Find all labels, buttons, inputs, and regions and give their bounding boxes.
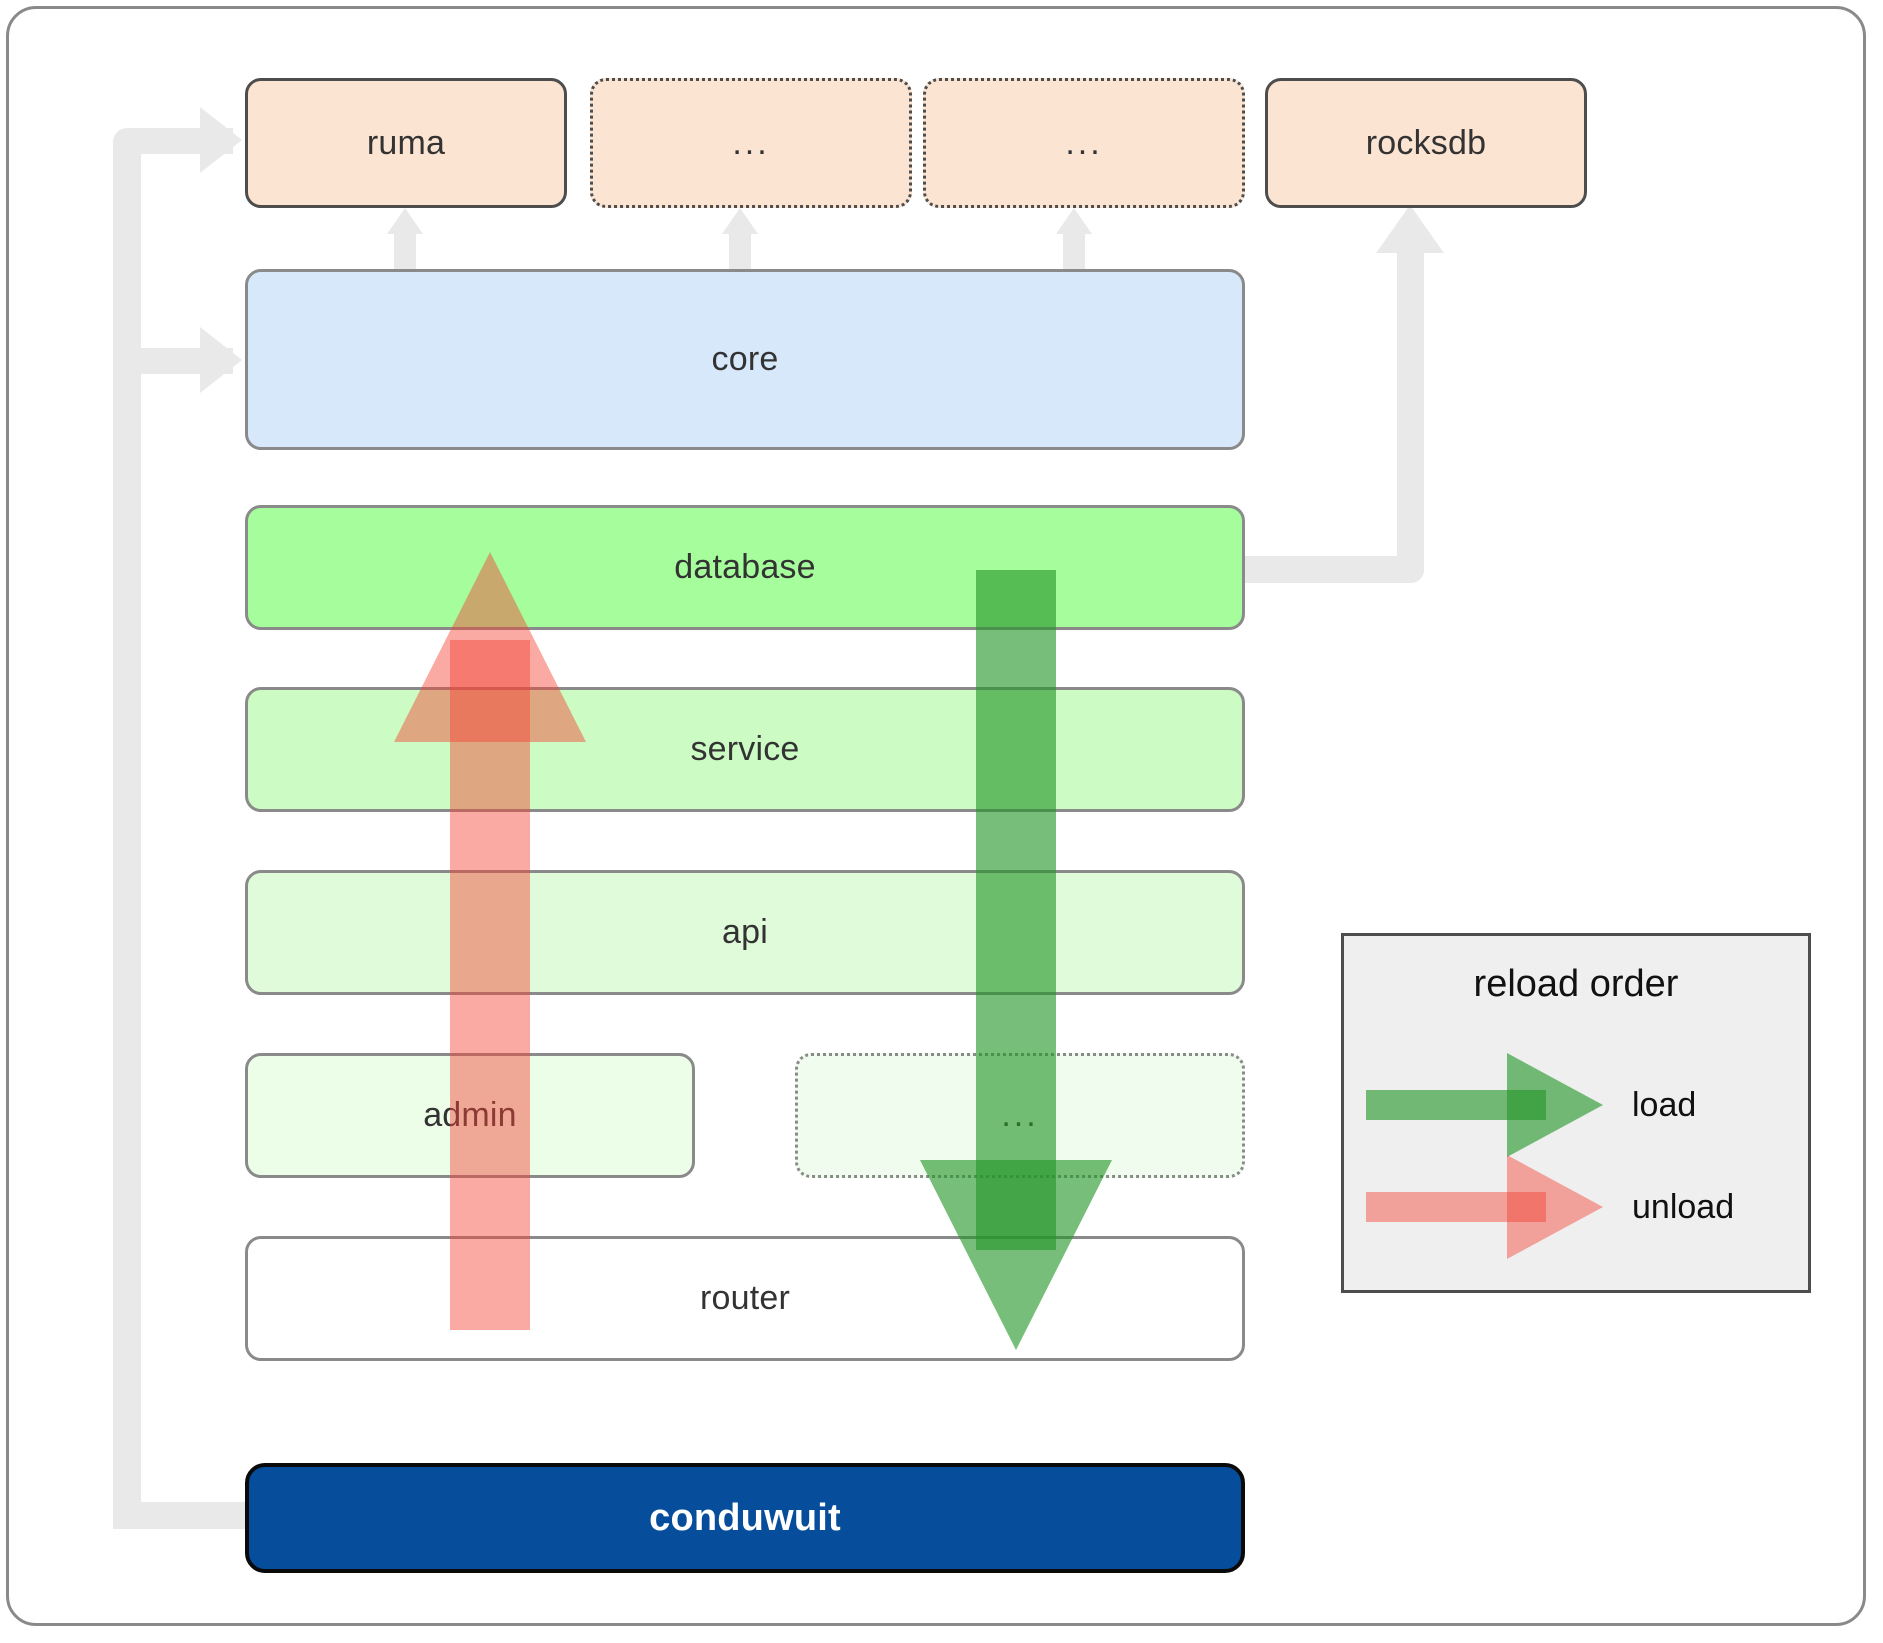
legend-unload-label: unload: [1632, 1188, 1735, 1226]
core-to-dots2-arrow-icon: [1056, 208, 1092, 234]
connector-arrow-to-ruma: [200, 107, 242, 173]
connector-right-vertical: [1397, 253, 1424, 573]
connector-left-branch-to-app: [113, 1502, 248, 1529]
legend-unload-arrow-shaft: [1366, 1192, 1546, 1222]
node-ruma-label: ruma: [366, 123, 446, 162]
node-core-label: core: [711, 340, 779, 378]
node-service[interactable]: service: [245, 687, 1245, 812]
connector-arrow-to-core: [200, 327, 242, 393]
connector-arrow-to-rocksdb: [1376, 205, 1444, 253]
legend-title: reload order: [1473, 963, 1679, 1005]
node-core[interactable]: core: [245, 269, 1245, 450]
load-arrow-head-icon: [920, 1160, 1112, 1350]
node-service-label: service: [690, 730, 800, 768]
core-to-dots1-arrow-icon: [722, 208, 758, 234]
connector-left-trunk: [113, 128, 141, 1528]
node-dep-placeholder-2-label: ...: [1065, 123, 1103, 162]
load-arrow-shaft: [976, 570, 1056, 1250]
unload-arrow-head-icon: [394, 552, 586, 742]
legend-unload-arrow-head-icon: [1507, 1155, 1603, 1259]
node-database[interactable]: database: [245, 505, 1245, 630]
legend-panel: reload order load unload: [1341, 933, 1811, 1293]
legend-load-label: load: [1632, 1086, 1697, 1124]
node-conduwuit-label: conduwuit: [649, 1496, 841, 1539]
core-to-ruma-shaft: [394, 232, 416, 272]
node-dep-placeholder-2[interactable]: ...: [923, 78, 1245, 208]
node-dep-placeholder-1[interactable]: ...: [590, 78, 912, 208]
legend-load-arrow-head-icon: [1507, 1053, 1603, 1157]
node-database-label: database: [674, 548, 816, 586]
node-rocksdb[interactable]: rocksdb: [1265, 78, 1587, 208]
node-api[interactable]: api: [245, 870, 1245, 995]
node-dep-placeholder-1-label: ...: [732, 123, 770, 162]
node-ruma[interactable]: ruma: [245, 78, 567, 208]
node-rocksdb-label: rocksdb: [1365, 123, 1487, 162]
node-api-label: api: [722, 913, 768, 951]
core-to-dots1-shaft: [729, 232, 751, 272]
diagram-frame: [6, 6, 1866, 1626]
node-conduwuit[interactable]: conduwuit: [245, 1463, 1245, 1573]
node-router-label: router: [699, 1279, 791, 1317]
core-to-dots2-shaft: [1063, 232, 1085, 272]
connector-right-horizontal: [1225, 556, 1424, 583]
unload-arrow-shaft: [450, 640, 530, 1330]
node-admin[interactable]: admin: [245, 1053, 695, 1178]
core-to-ruma-arrow-icon: [387, 208, 423, 234]
node-admin-label: admin: [423, 1096, 517, 1134]
